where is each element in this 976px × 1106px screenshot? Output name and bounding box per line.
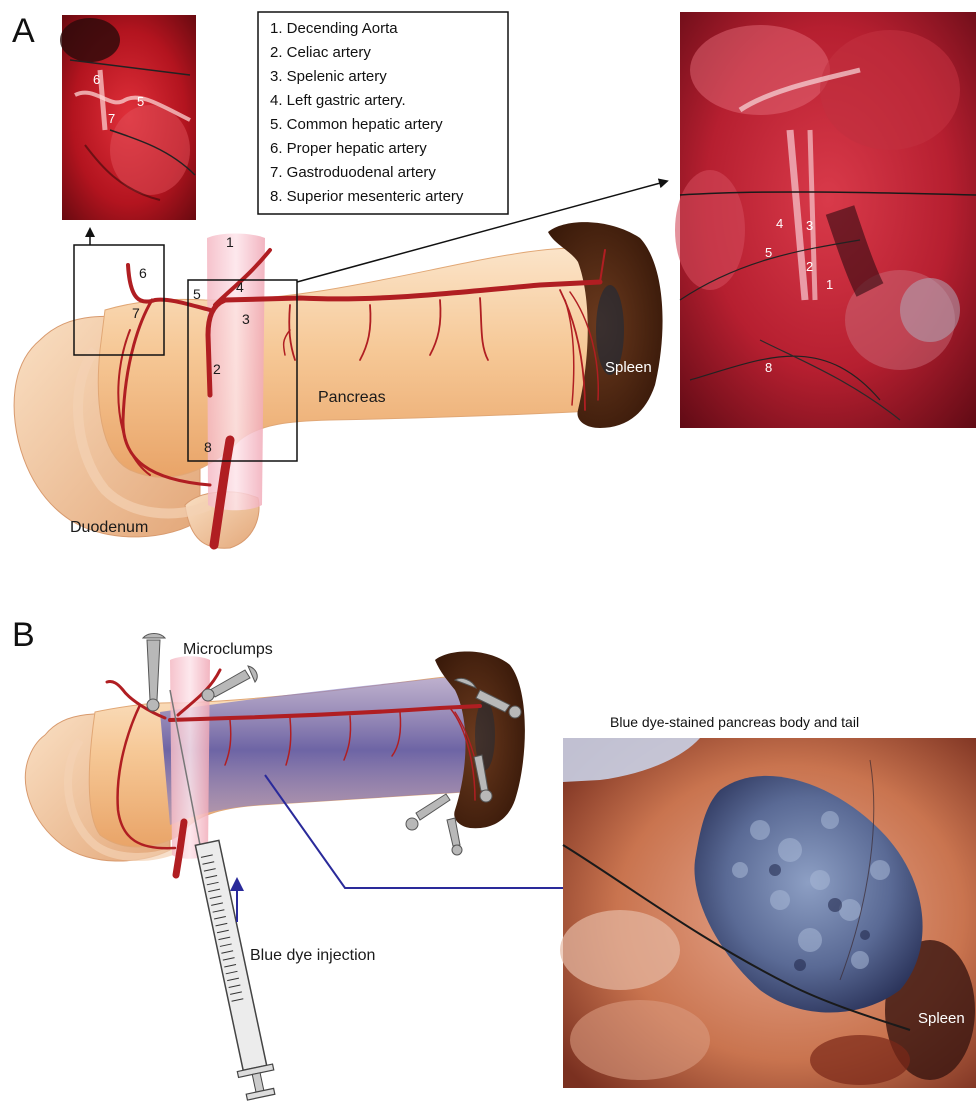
photo-label-5: 5 (137, 94, 144, 109)
legend-item-2: 2. Celiac artery (270, 44, 371, 61)
photo-right-label-3: 3 (806, 218, 813, 233)
photo-celiac-trunk: 4 3 5 2 1 8 (675, 12, 976, 428)
clamp-icon-1 (143, 634, 165, 712)
photo-label-spleen: Spleen (918, 1010, 965, 1027)
legend-item-4: 4. Left gastric artery. (270, 92, 406, 109)
photo-stained-pancreas: Spleen (560, 738, 976, 1088)
legend-item-8: 8. Superior mesenteric artery (270, 188, 464, 205)
legend-item-3: 3. Spelenic artery (270, 68, 387, 85)
vessel-label-4: 4 (236, 279, 244, 295)
photo-right-label-2: 2 (806, 259, 813, 274)
legend-item-5: 5. Common hepatic artery (270, 116, 443, 133)
label-blue-dye-injection: Blue dye injection (250, 947, 375, 964)
panel-b-letter: B (12, 616, 35, 654)
vessel-label-8: 8 (204, 439, 212, 455)
photo-label-6: 6 (93, 72, 100, 87)
legend-item-7: 7. Gastroduodenal artery (270, 164, 436, 181)
legend-item-6: 6. Proper hepatic artery (270, 140, 427, 157)
vessel-label-2: 2 (213, 361, 221, 377)
panel-a-letter: A (12, 12, 35, 50)
vessel-label-5: 5 (193, 286, 201, 302)
legend-item-1: 1. Decending Aorta (270, 20, 398, 37)
photo-label-7: 7 (108, 111, 115, 126)
label-spleen: Spleen (605, 359, 652, 376)
vessel-label-7: 7 (132, 305, 140, 321)
photo-right-label-8: 8 (765, 360, 772, 375)
photo-right-label-4: 4 (776, 216, 783, 231)
photo-right-label-1: 1 (826, 277, 833, 292)
vessel-label-3: 3 (242, 311, 250, 327)
vessel-label-6: 6 (139, 265, 147, 281)
legend-box: 1. Decending Aorta 2. Celiac artery 3. S… (258, 12, 508, 214)
label-duodenum: Duodenum (70, 519, 148, 536)
clamp-icon-5 (406, 794, 450, 830)
label-microclumps: Microclumps (183, 641, 273, 658)
aorta-b (170, 656, 210, 859)
photo-hepatic-arteries: 6 5 7 (60, 15, 196, 220)
label-pancreas: Pancreas (318, 389, 386, 406)
vessel-label-1: 1 (226, 234, 234, 250)
stained-photo-caption: Blue dye-stained pancreas body and tail (610, 714, 859, 730)
photo-right-label-5: 5 (765, 245, 772, 260)
pancreas: Pancreas (98, 248, 612, 477)
